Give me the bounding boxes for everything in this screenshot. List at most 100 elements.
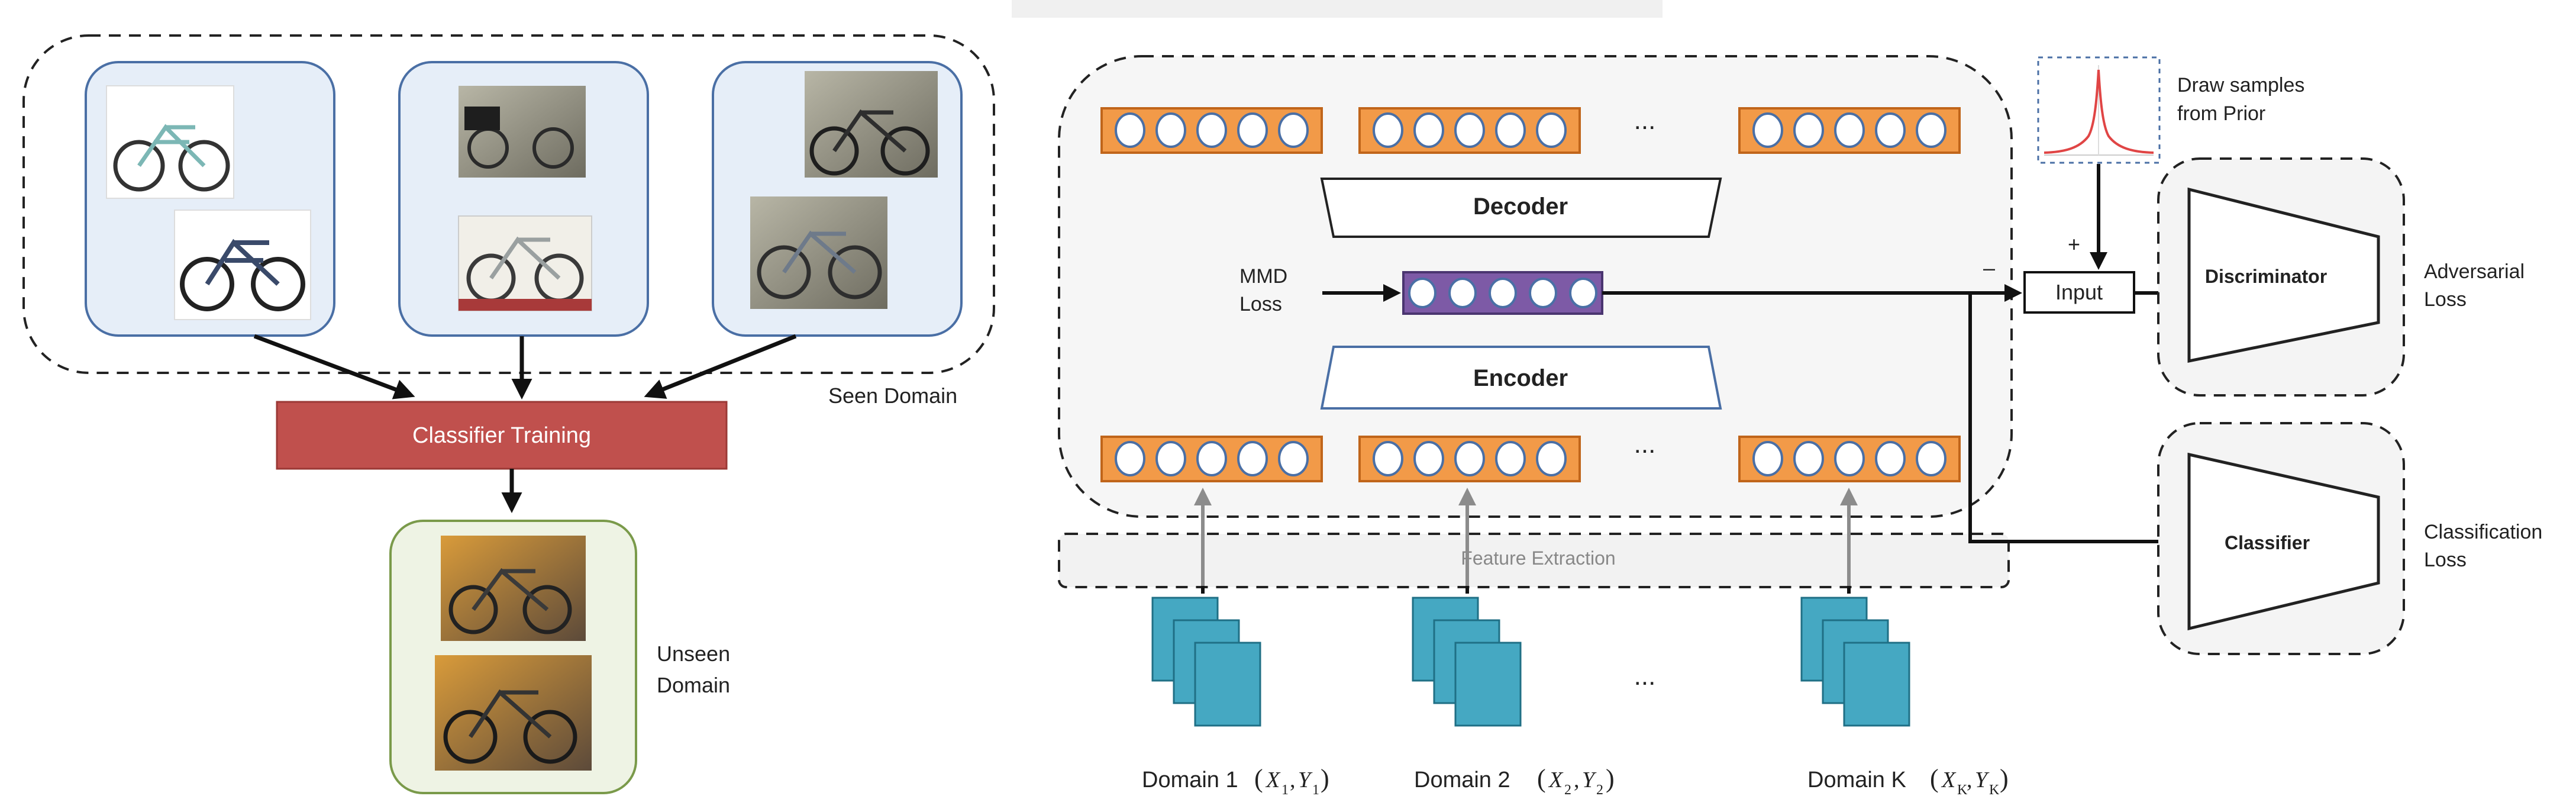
prior-label-line2: from Prior	[2177, 102, 2265, 125]
feature-rows	[1100, 107, 1961, 482]
prior-label-line1: Draw samples	[2177, 74, 2304, 96]
neuron-node	[1536, 112, 1567, 148]
neuron-node	[1278, 441, 1309, 476]
domain1-x: X	[1265, 768, 1281, 792]
neuron-node	[1834, 441, 1865, 476]
domain-ellipsis: ...	[1634, 662, 1656, 691]
domainK-name: Domain K	[1807, 768, 1906, 792]
classification-loss-line2: Loss	[2424, 549, 2467, 571]
input-label: Input	[2055, 280, 2103, 304]
domain1-name: Domain 1	[1142, 768, 1238, 792]
neuron-node	[1916, 112, 1946, 148]
classification-loss-line1: Classification	[2424, 521, 2542, 543]
neuron-node	[1413, 112, 1444, 148]
mmd-loss-label-line1: MMD	[1239, 265, 1287, 288]
domain2-x: X	[1548, 768, 1564, 792]
domainK-y-sub: K	[1989, 782, 2000, 798]
classifier-training-box	[276, 401, 728, 470]
bicycle-photo-icon	[435, 655, 592, 771]
bicycle-photo-icon	[174, 210, 311, 320]
panel-divider-shade	[1012, 0, 1663, 18]
mmd-loss-label-line2: Loss	[1239, 293, 1282, 315]
neuron-node	[1834, 112, 1865, 148]
latent-node	[1489, 278, 1517, 308]
feature-vector-block	[1738, 436, 1961, 482]
domain-document-stacks	[1151, 597, 1910, 727]
encoder-block	[1320, 346, 1722, 410]
decoder-label: Decoder	[1473, 194, 1568, 220]
discriminator-block	[2187, 187, 2380, 363]
document-sheet	[1194, 642, 1261, 727]
neuron-node	[1454, 441, 1485, 476]
classifier-block	[2187, 452, 2380, 631]
domain2-comma: ,	[1574, 768, 1580, 792]
neuron-node	[1155, 441, 1186, 476]
domainK-close-paren: )	[2000, 764, 2009, 793]
feature-vector-block	[1358, 436, 1581, 482]
domainK-y: Y	[1975, 768, 1990, 792]
neuron-node	[1752, 441, 1783, 476]
neuron-node	[1495, 112, 1526, 148]
domainK-x-sub: K	[1957, 782, 1968, 798]
document-sheet	[1454, 642, 1522, 727]
latent-node	[1529, 278, 1557, 308]
neuron-node	[1793, 441, 1824, 476]
left-panel: Seen Domain Classifier Training Unseen D…	[22, 34, 995, 794]
neuron-node	[1454, 112, 1485, 148]
neuron-node	[1115, 441, 1145, 476]
seen-domain-label: Seen Domain	[828, 384, 957, 408]
bicycle-photo-icon	[805, 71, 938, 178]
domain-document-icon	[1412, 597, 1522, 727]
neuron-node	[1155, 112, 1186, 148]
latent-node	[1569, 278, 1597, 308]
adversarial-loss-line2: Loss	[2424, 288, 2467, 311]
domain1-comma: ,	[1290, 768, 1296, 792]
adversarial-loss-line1: Adversarial	[2424, 260, 2525, 283]
laplace-prior-curve-icon	[2044, 65, 2154, 156]
neuron-node	[1793, 112, 1824, 148]
neuron-node	[1413, 441, 1444, 476]
domain1-label: Domain 1 ( X 1 , Y 1 )	[1142, 764, 1329, 798]
domain-document-icon	[1151, 597, 1261, 727]
latent-to-classifier-connector	[1968, 293, 2187, 550]
domain2-y-sub: 2	[1596, 782, 1603, 798]
neuron-node	[1495, 441, 1526, 476]
classifier-training-label: Classifier Training	[412, 423, 591, 448]
neuron-node	[1115, 112, 1145, 148]
feature-vector-block	[1100, 436, 1323, 482]
bicycle-photo-icon	[750, 196, 887, 309]
domain1-y: Y	[1298, 768, 1313, 792]
neuron-node	[1373, 112, 1403, 148]
feature-vector-block	[1100, 107, 1323, 154]
domain2-open-paren: (	[1537, 764, 1546, 793]
feature-vector-block	[1738, 107, 1961, 154]
domain2-close-paren: )	[1606, 764, 1615, 793]
bicycle-photo-icon	[458, 215, 592, 311]
domain2-y: Y	[1582, 768, 1597, 792]
bottom-row-ellipsis: ...	[1634, 430, 1656, 459]
classifier-label: Classifier	[2225, 532, 2310, 553]
neuron-node	[1875, 112, 1906, 148]
latent-node	[1408, 278, 1437, 308]
neuron-node	[1237, 112, 1268, 148]
domain2-name: Domain 2	[1414, 768, 1510, 792]
arrow-group3-to-training	[644, 334, 797, 399]
unseen-domain-label-line1: Unseen	[657, 642, 730, 666]
latent-node	[1448, 278, 1477, 308]
domain2-label: Domain 2 ( X 2 , Y 2 )	[1414, 764, 1615, 798]
neuron-node	[1278, 112, 1309, 148]
domain1-close-paren: )	[1321, 764, 1329, 793]
decoder-block	[1320, 178, 1722, 238]
domainK-x: X	[1941, 768, 1957, 792]
input-box	[2023, 271, 2135, 314]
domainK-label: Domain K ( X K , Y K )	[1807, 764, 2009, 798]
arrow-group1-to-training	[253, 334, 415, 399]
bicycle-photo-icon	[459, 86, 586, 178]
discriminator-label: Discriminator	[2205, 266, 2327, 287]
document-sheet	[1843, 642, 1910, 727]
neuron-node	[1196, 112, 1227, 148]
neuron-node	[1373, 441, 1403, 476]
domainK-comma: ,	[1967, 768, 1973, 792]
